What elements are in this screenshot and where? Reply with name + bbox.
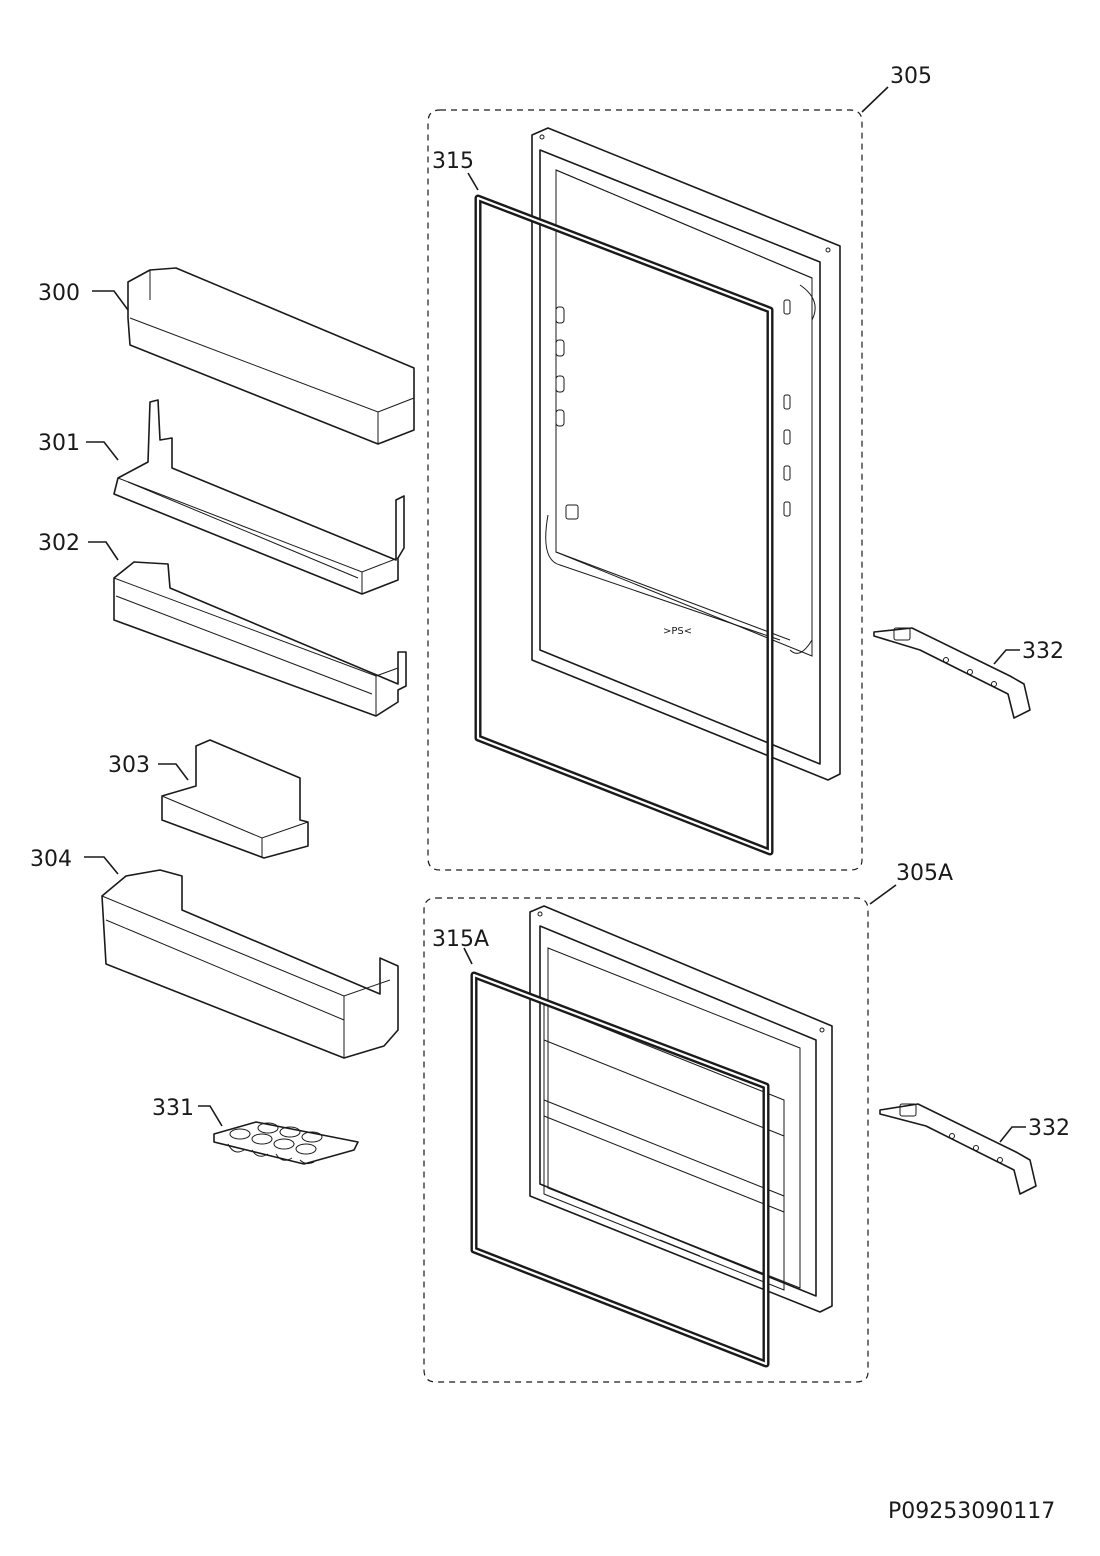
lower-door-gasket: [470, 971, 770, 1368]
door-shelf-301: [113, 399, 405, 595]
group-305a-outline: [423, 897, 869, 1383]
group-305-outline: [427, 109, 863, 871]
lower-door-frame: [529, 905, 833, 1313]
label-303: 303: [108, 753, 150, 778]
leader-lines: [84, 86, 1026, 1143]
small-shelf-303: [161, 739, 309, 859]
label-315: 315: [432, 149, 474, 174]
label-315a: 315A: [432, 927, 489, 952]
label-301: 301: [38, 431, 80, 456]
upper-door-frame: >PS<: [531, 127, 841, 781]
bottle-shelf-304: [101, 869, 399, 1059]
label-332-bottom: 332: [1028, 1116, 1070, 1141]
label-305: 305: [890, 64, 932, 89]
label-332-top: 332: [1022, 639, 1064, 664]
drawing-code: P09253090117: [888, 1499, 1055, 1524]
label-300: 300: [38, 281, 80, 306]
hinge-332-top: [873, 627, 1031, 719]
lower-door-group: [423, 897, 869, 1383]
hinge-332-bottom: [879, 1103, 1037, 1195]
label-304: 304: [30, 847, 72, 872]
door-shelf-302: [113, 561, 407, 717]
egg-tray-331: [213, 1121, 359, 1165]
label-305a: 305A: [896, 861, 953, 886]
label-331: 331: [152, 1096, 194, 1121]
upper-door-group: >PS<: [427, 109, 863, 871]
door-marking-text: >PS<: [663, 626, 692, 637]
upper-door-gasket: [474, 194, 774, 856]
label-302: 302: [38, 531, 80, 556]
dairy-compartment-cover: [127, 267, 415, 445]
